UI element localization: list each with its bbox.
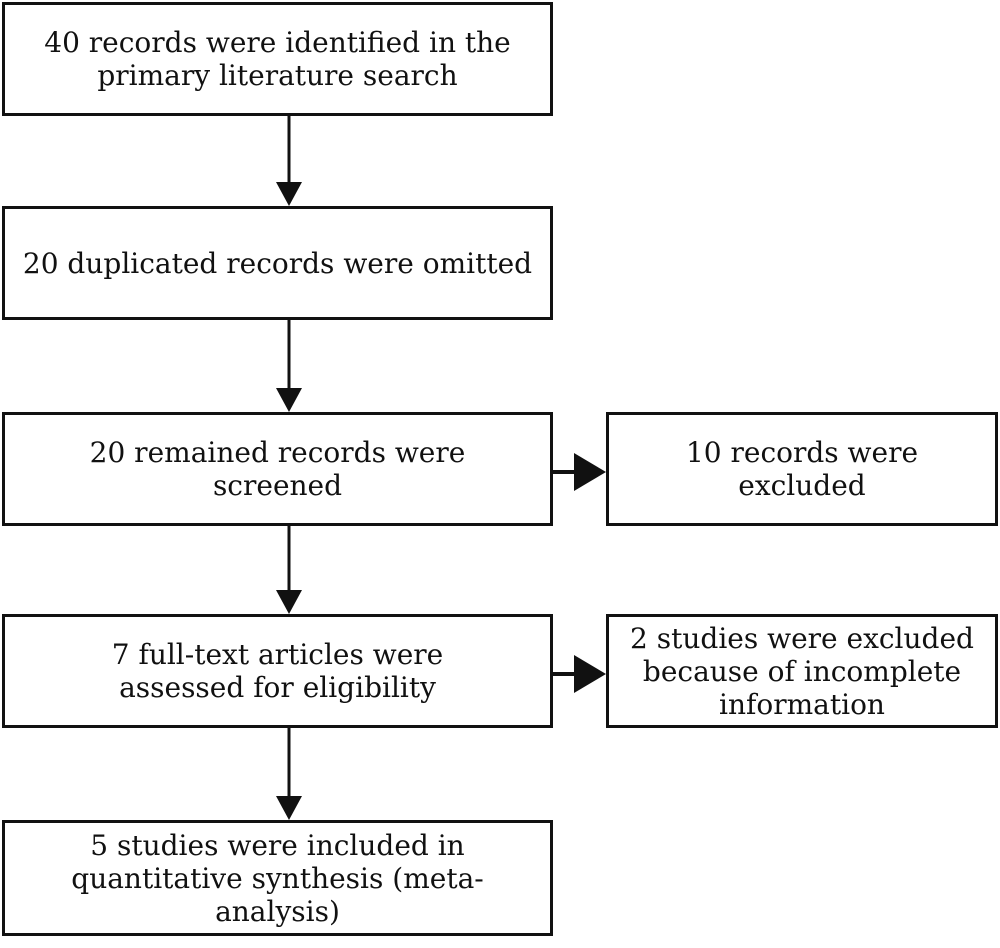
arrowhead-identified-to-duplicates — [276, 182, 302, 206]
box-text-line: analysis) — [215, 894, 340, 928]
box-duplicates-omitted: 20 duplicated records were omitted — [2, 206, 553, 320]
arrowhead-screened-to-eligibility — [276, 590, 302, 614]
arrowhead-screened-to-excluded — [574, 453, 606, 491]
box-text-line: quantitative synthesis (meta- — [71, 861, 484, 895]
arrowhead-duplicates-to-screened — [276, 388, 302, 412]
box-text-line: 10 records were excluded — [685, 436, 919, 502]
box-text-line: assessed for eligibility — [119, 671, 436, 704]
box-text-line: 20 remained records were — [89, 436, 466, 469]
box-text-line: primary literature search — [97, 59, 458, 92]
arrowhead-eligibility-to-excluded — [574, 655, 606, 693]
box-text-line: 7 full-text articles were — [111, 638, 444, 671]
box-studies-excluded: 2 studies were excluded because of incom… — [606, 614, 998, 728]
box-text-line: because of incomplete — [642, 654, 962, 688]
box-text-line: 20 duplicated records were omitted — [22, 246, 533, 280]
box-records-identified: 40 records were identified in the primar… — [2, 2, 553, 116]
box-text-line: 40 records were identified in the — [44, 26, 511, 59]
box-records-excluded: 10 records were excluded — [606, 412, 998, 526]
box-text-line: 5 studies were included in — [90, 828, 465, 862]
box-text-line: information — [719, 687, 885, 721]
box-studies-included: 5 studies were included in quantitative … — [2, 820, 553, 936]
box-text-line: screened — [212, 469, 343, 502]
arrowhead-eligibility-to-included — [276, 796, 302, 820]
box-eligibility-assessed: 7 full-text articles were assessed for e… — [2, 614, 553, 728]
box-records-screened: 20 remained records were screened — [2, 412, 553, 526]
box-text-line: 2 studies were excluded — [630, 621, 974, 655]
